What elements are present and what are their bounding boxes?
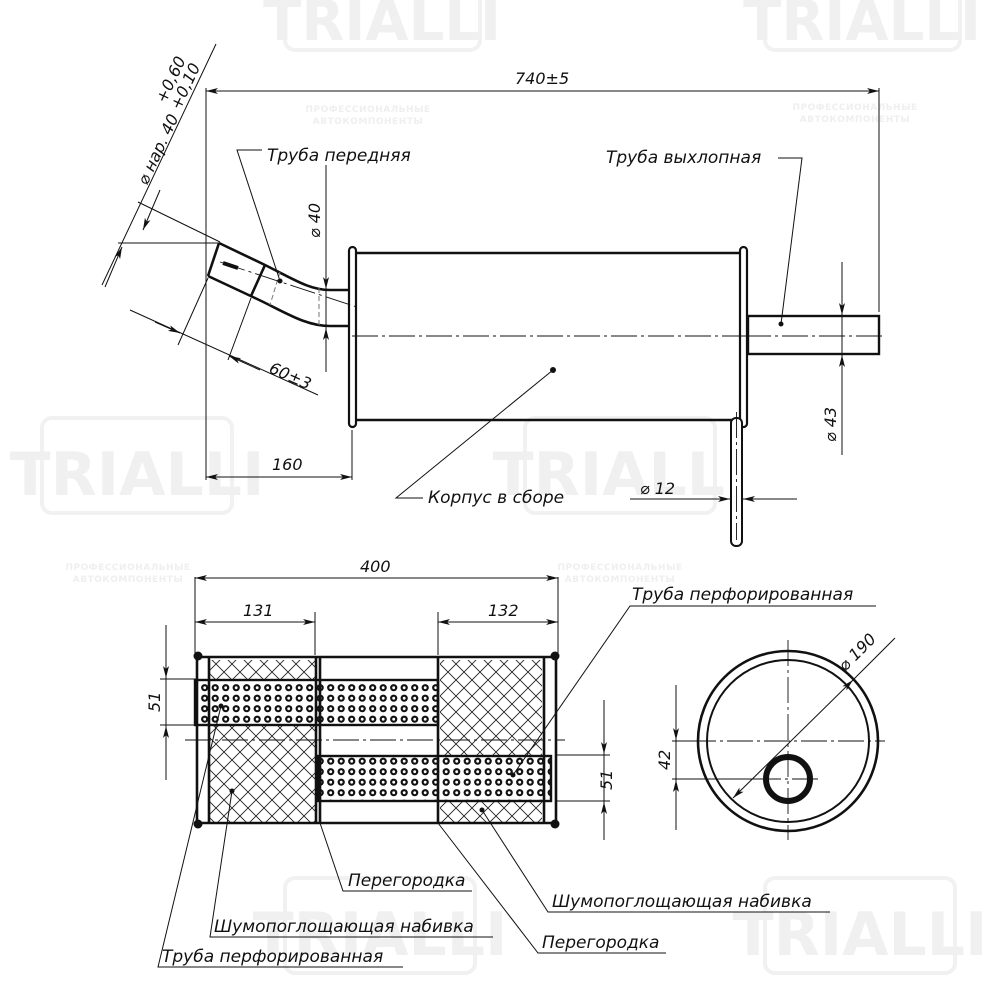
label-baffle-1: Перегородка bbox=[319, 822, 472, 892]
svg-text:⌀ 40: ⌀ 40 bbox=[305, 203, 324, 238]
svg-text:АВТОКОМПОНЕНТЫ: АВТОКОМПОНЕНТЫ bbox=[313, 117, 423, 127]
absorber-right-bottom bbox=[440, 802, 542, 822]
dimension-overall-length: 740±5 bbox=[205, 69, 880, 480]
svg-text:⌀ нар. 40: ⌀ нар. 40 bbox=[133, 111, 182, 188]
dimension-hanger-diameter: ⌀ 12 bbox=[630, 479, 797, 502]
svg-text:АВТОКОМПОНЕНТЫ: АВТОКОМПОНЕНТЫ bbox=[73, 575, 183, 585]
dimension-inlet-pipe-diameter: 51 bbox=[145, 625, 196, 780]
watermark-logo-bottom-center: TRIALLI bbox=[253, 876, 508, 975]
exhaust-pipe bbox=[745, 314, 885, 356]
svg-text:TRIALLI: TRIALLI bbox=[743, 0, 981, 54]
perforated-pipe-outlet bbox=[316, 754, 553, 803]
dimension-inlet-offset: 160 bbox=[206, 430, 353, 480]
svg-text:132: 132 bbox=[488, 601, 519, 620]
label-baffle-2: Перегородка bbox=[437, 822, 666, 954]
watermark-logo-mid-center: TRIALLI bbox=[493, 416, 748, 515]
dimension-left-chamber: 131 bbox=[195, 601, 316, 655]
dimension-body-length: 400 bbox=[194, 557, 559, 655]
svg-text:ПРОФЕССИОНАЛЬНЫЕ: ПРОФЕССИОНАЛЬНЫЕ bbox=[65, 563, 190, 573]
absorber-right-top bbox=[440, 660, 542, 755]
svg-text:ПРОФЕССИОНАЛЬНЫЕ: ПРОФЕССИОНАЛЬНЫЕ bbox=[792, 103, 917, 113]
absorber-left-bottom bbox=[209, 726, 316, 822]
svg-text:Труба передняя: Труба передняя bbox=[267, 146, 411, 166]
end-view: ⌀ 190 42 bbox=[655, 629, 896, 840]
svg-text:Труба перфорированная: Труба перфорированная bbox=[162, 947, 383, 967]
svg-text:TRIALLI: TRIALLI bbox=[10, 440, 265, 510]
watermark-group: TRIALLI ПРОФЕССИОНАЛЬНЫЕ АВТОКОМПОНЕНТЫ … bbox=[10, 0, 987, 975]
svg-text:Труба выхлопная: Труба выхлопная bbox=[606, 148, 761, 168]
svg-text:ПРОФЕССИОНАЛЬНЫЕ: ПРОФЕССИОНАЛЬНЫЕ bbox=[557, 563, 682, 573]
svg-text:Шумопоглощающая набивка: Шумопоглощающая набивка bbox=[552, 892, 812, 912]
svg-text:Перегородка: Перегородка bbox=[348, 871, 465, 891]
hanger-rod bbox=[730, 412, 743, 547]
label-body-assembly: Корпус в сборе bbox=[394, 369, 564, 508]
dimension-outlet-pipe-diameter: 51 bbox=[556, 700, 616, 840]
svg-text:400: 400 bbox=[360, 557, 391, 576]
label-absorber-2: Шумопоглощающая набивка bbox=[481, 809, 830, 913]
dimension-inlet-outer-diameter: ⌀ нар. 40 +0,60 +0,10 bbox=[101, 43, 221, 288]
dimension-right-chamber: 132 bbox=[437, 601, 558, 655]
label-perforated-pipe-top: Труба перфорированная bbox=[512, 585, 876, 776]
dimension-front-pipe-diameter: ⌀ 40 bbox=[305, 165, 329, 372]
svg-text:51: 51 bbox=[597, 770, 616, 790]
label-absorber-1: Шумопоглощающая набивка bbox=[209, 790, 493, 938]
svg-text:Корпус в сборе: Корпус в сборе bbox=[428, 488, 564, 508]
svg-text:АВТОКОМПОНЕНТЫ: АВТОКОМПОНЕНТЫ bbox=[565, 575, 675, 585]
dimension-pipe-offset: 42 bbox=[655, 685, 760, 830]
svg-text:TRIALLI: TRIALLI bbox=[253, 900, 508, 970]
watermark-logo-top-right: TRIALLI ПРОФЕССИОНАЛЬНЫЕ АВТОКОМПОНЕНТЫ bbox=[743, 0, 981, 125]
svg-text:Шумопоглощающая набивка: Шумопоглощающая набивка bbox=[214, 917, 474, 937]
svg-text:⌀ 43: ⌀ 43 bbox=[821, 407, 840, 442]
svg-text:TRIALLI: TRIALLI bbox=[493, 440, 748, 510]
svg-text:131: 131 bbox=[243, 601, 274, 620]
svg-text:Перегородка: Перегородка bbox=[542, 933, 659, 953]
side-view: 740±5 160 60±3 ⌀ нар. 40 +0,60 bbox=[101, 43, 885, 547]
svg-text:⌀ 12: ⌀ 12 bbox=[640, 479, 675, 498]
svg-text:51: 51 bbox=[145, 692, 164, 712]
dimension-inlet-length: 60±3 bbox=[129, 277, 319, 396]
svg-text:TRIALLI: TRIALLI bbox=[263, 0, 501, 54]
watermark-tagline-mid: ПРОФЕССИОНАЛЬНЫЕ АВТОКОМПОНЕНТЫ ПРОФЕССИ… bbox=[65, 563, 682, 585]
watermark-logo-mid-left: TRIALLI bbox=[10, 416, 265, 515]
svg-text:160: 160 bbox=[272, 455, 303, 474]
svg-text:Труба перфорированная: Труба перфорированная bbox=[632, 585, 853, 605]
svg-text:⌀ 190: ⌀ 190 bbox=[834, 629, 879, 674]
section-view: 400 131 132 51 51 bbox=[145, 557, 876, 968]
svg-text:60±3: 60±3 bbox=[266, 358, 314, 393]
svg-text:740±5: 740±5 bbox=[515, 69, 569, 88]
front-pipe bbox=[206, 241, 361, 328]
svg-text:42: 42 bbox=[655, 750, 674, 770]
label-perforated-pipe-bottom: Труба перфорированная bbox=[157, 705, 403, 968]
absorber-left-top bbox=[209, 660, 316, 680]
svg-text:ПРОФЕССИОНАЛЬНЫЕ: ПРОФЕССИОНАЛЬНЫЕ bbox=[305, 105, 430, 115]
label-exhaust-pipe: Труба выхлопная bbox=[606, 148, 803, 325]
label-front-pipe: Труба передняя bbox=[236, 146, 411, 282]
watermark-logo-top-center: TRIALLI ПРОФЕССИОНАЛЬНЫЕ АВТОКОМПОНЕНТЫ bbox=[263, 0, 501, 127]
svg-text:АВТОКОМПОНЕНТЫ: АВТОКОМПОНЕНТЫ bbox=[800, 115, 910, 125]
dimension-exhaust-diameter: ⌀ 43 bbox=[821, 262, 845, 455]
muffler-body bbox=[347, 245, 880, 429]
